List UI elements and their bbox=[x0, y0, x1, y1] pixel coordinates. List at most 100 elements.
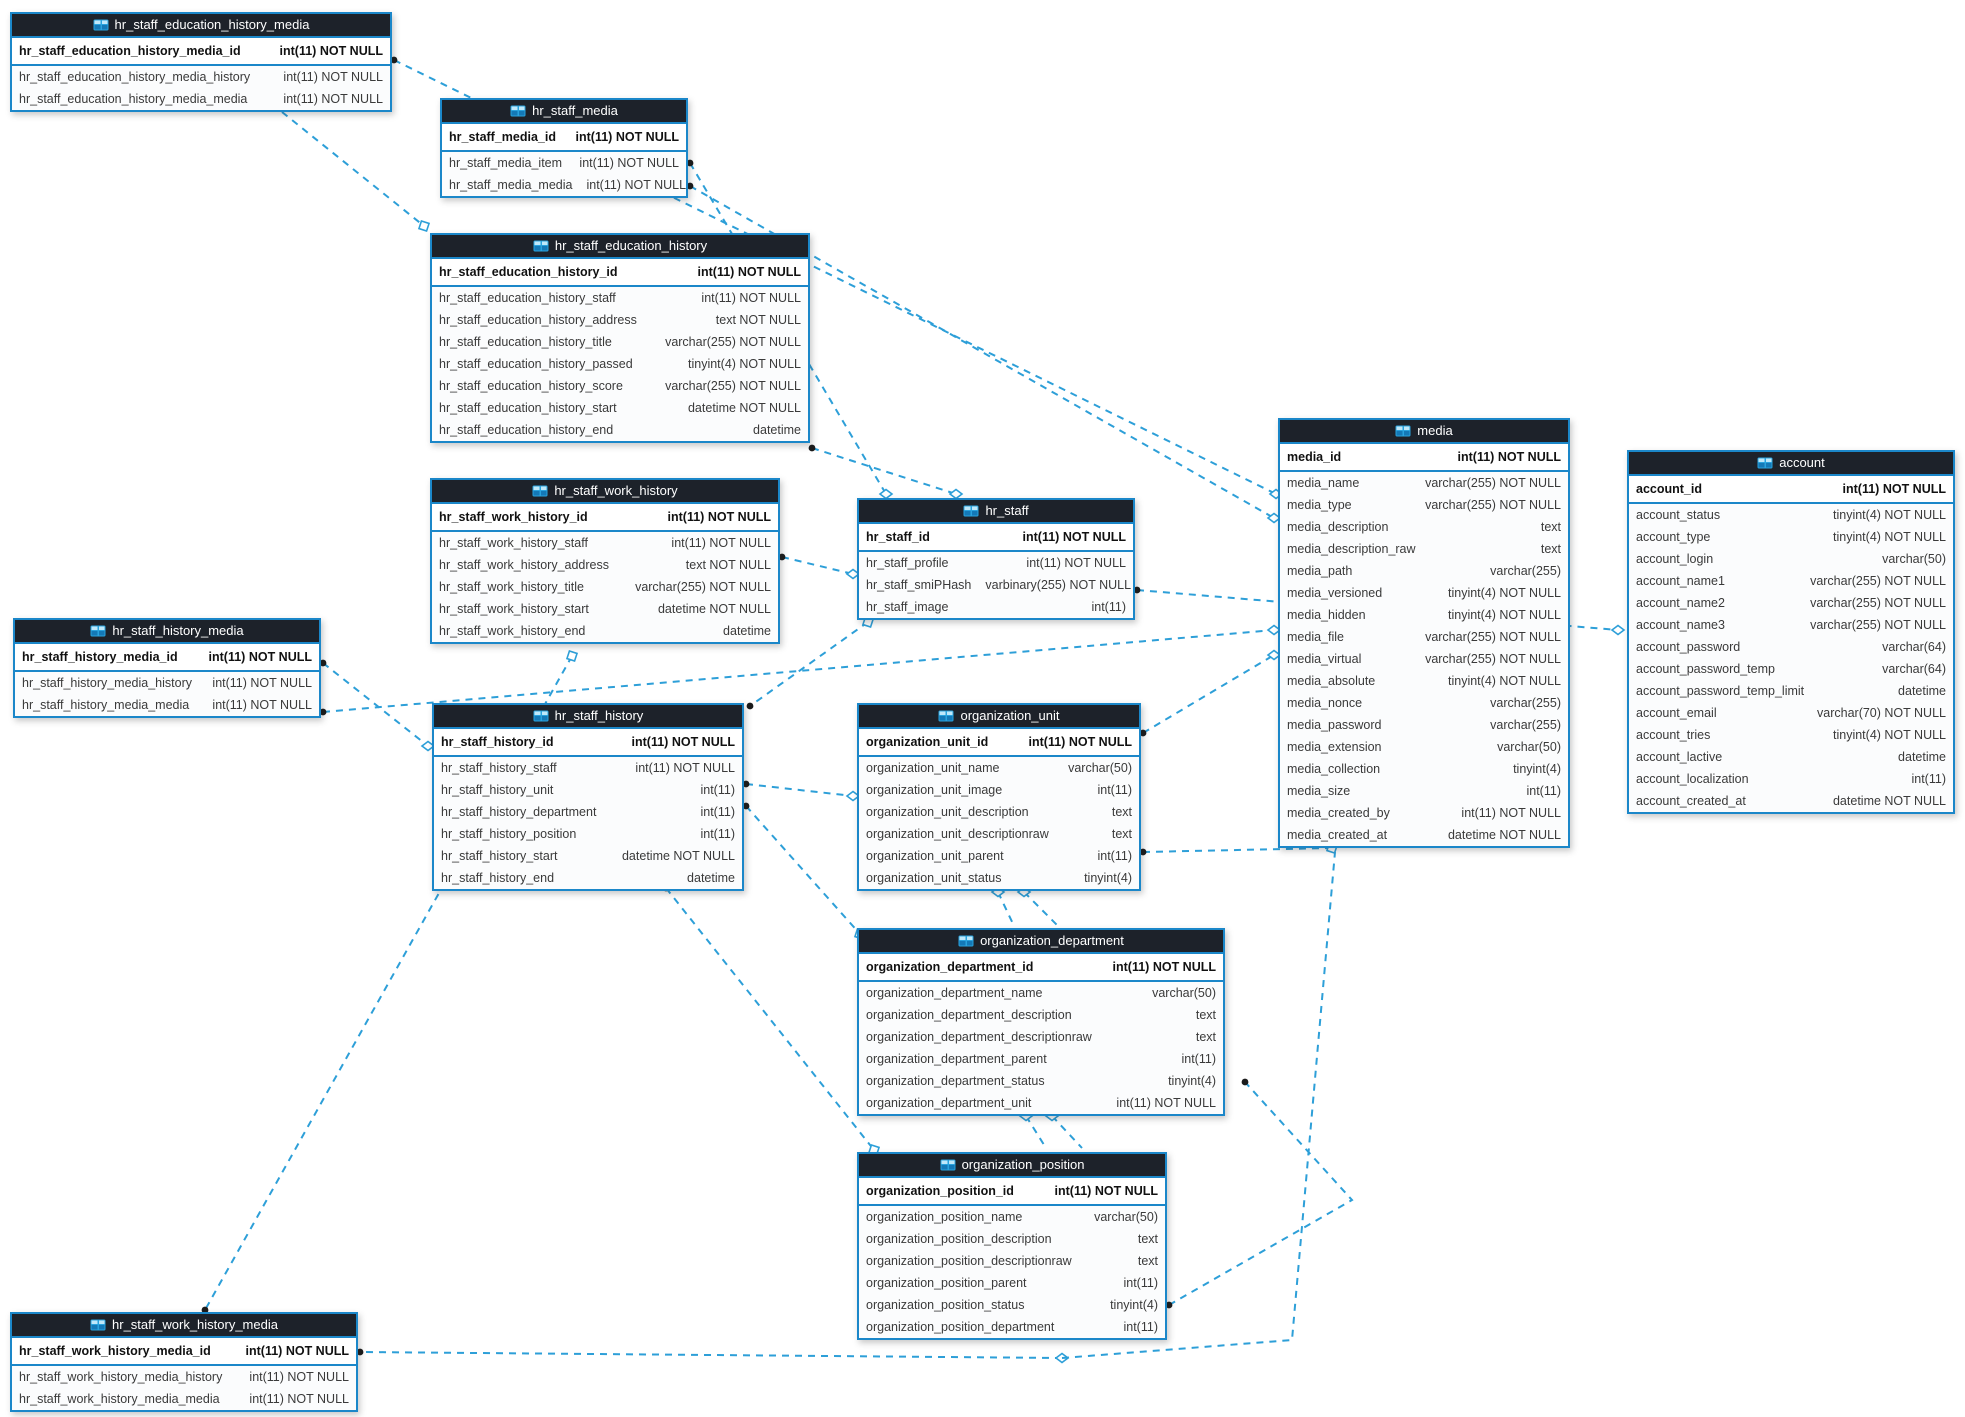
relationship-line[interactable] bbox=[1142, 654, 1275, 734]
table-header-hr_staff_education_history_media[interactable]: hr_staff_education_history_media bbox=[12, 14, 390, 38]
relationship-line[interactable] bbox=[281, 111, 425, 227]
relationship-line[interactable] bbox=[204, 655, 573, 1311]
table-header-organization_department[interactable]: organization_department bbox=[859, 930, 1223, 954]
relationship-line[interactable] bbox=[322, 662, 429, 747]
table-header-media[interactable]: media bbox=[1280, 420, 1568, 444]
relationship-line[interactable] bbox=[745, 783, 854, 797]
relationship-line[interactable] bbox=[1142, 847, 1333, 853]
relationship-line[interactable] bbox=[745, 805, 861, 935]
relationship-line[interactable] bbox=[322, 629, 1275, 713]
table-header-hr_staff[interactable]: hr_staff bbox=[859, 500, 1133, 524]
relationship-line[interactable] bbox=[689, 185, 1275, 519]
relationship-line[interactable] bbox=[665, 887, 875, 1151]
table-header-hr_staff_work_history_media[interactable]: hr_staff_work_history_media bbox=[12, 1314, 356, 1338]
column-hr_staff_education_history_media_history[interactable]: hr_staff_education_history_media_history… bbox=[12, 66, 390, 88]
table-header-hr_staff_history_media[interactable]: hr_staff_history_media bbox=[15, 620, 319, 644]
relationship-line[interactable] bbox=[1136, 589, 1619, 631]
table-header-hr_staff_history[interactable]: hr_staff_history bbox=[434, 705, 742, 729]
table-header-account[interactable]: account bbox=[1629, 452, 1953, 476]
relationship-line[interactable] bbox=[393, 59, 1277, 495]
relationship-line[interactable] bbox=[1023, 891, 1059, 927]
relationship-line[interactable] bbox=[811, 447, 957, 495]
table-header-organization_position[interactable]: organization_position bbox=[859, 1154, 1165, 1178]
relationship-line[interactable] bbox=[359, 1351, 1063, 1359]
relationship-line[interactable] bbox=[781, 556, 854, 575]
table-header-hr_staff_education_history[interactable]: hr_staff_education_history bbox=[432, 235, 808, 259]
relationship-line[interactable] bbox=[1168, 1081, 1354, 1306]
